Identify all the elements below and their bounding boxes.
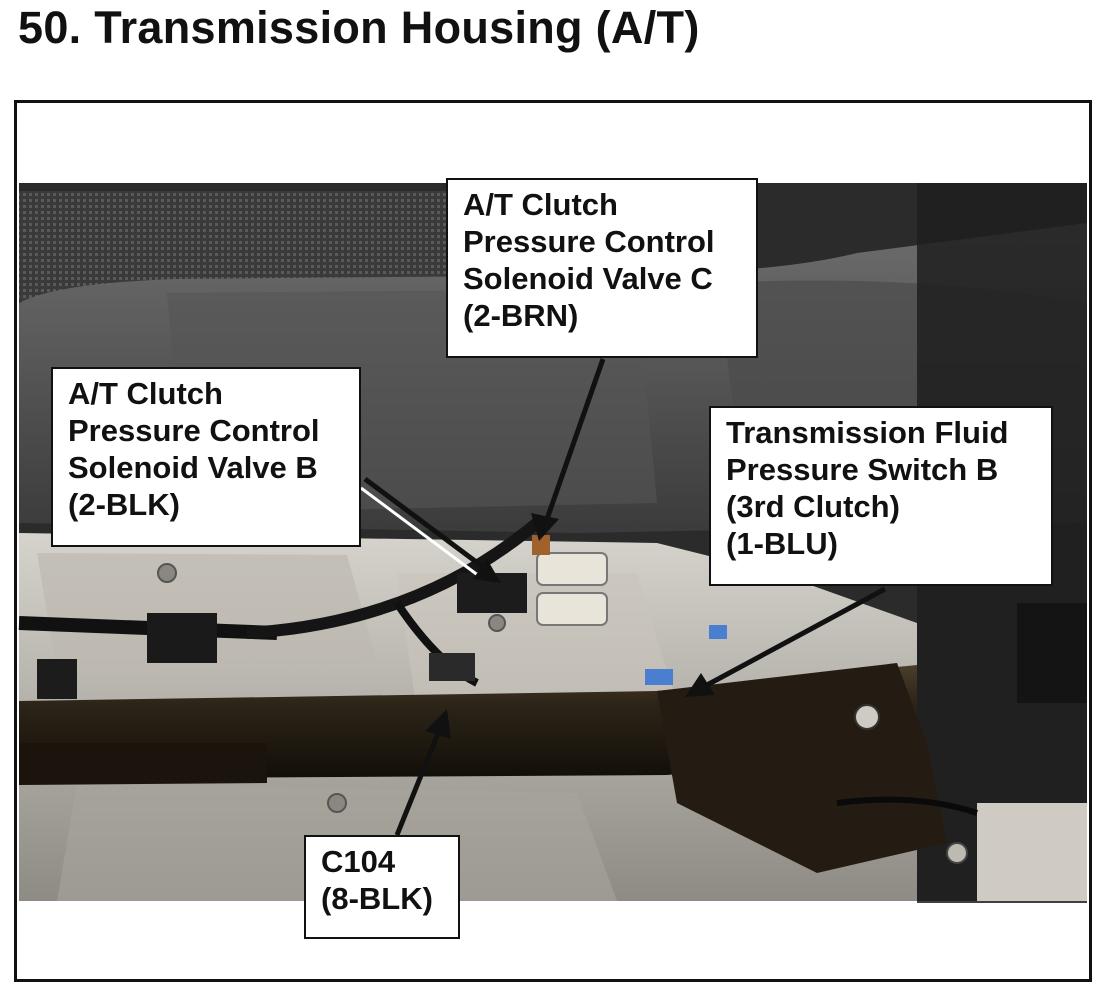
figure-frame: A/T Clutch Pressure Control Solenoid Val… — [14, 100, 1092, 982]
callout-line: (3rd Clutch) — [726, 489, 900, 524]
callout-line: Transmission Fluid — [726, 415, 1009, 450]
callout-line: C104 — [321, 844, 396, 879]
callout-solenoid-valve-b: A/T Clutch Pressure Control Solenoid Val… — [51, 367, 361, 547]
callout-line: A/T Clutch — [68, 376, 223, 411]
callout-line: Solenoid Valve C — [463, 261, 713, 296]
callout-line: (2-BRN) — [463, 298, 579, 333]
callout-line: (1-BLU) — [726, 526, 838, 561]
callout-c104: C104 (8-BLK) — [304, 835, 460, 939]
callout-line: Pressure Switch B — [726, 452, 999, 487]
callout-line: Pressure Control — [68, 413, 320, 448]
callout-line: (8-BLK) — [321, 881, 433, 916]
callout-line: Pressure Control — [463, 224, 715, 259]
callout-fluid-pressure-switch-b: Transmission Fluid Pressure Switch B (3r… — [709, 406, 1053, 586]
callout-line: A/T Clutch — [463, 187, 618, 222]
callout-solenoid-valve-c: A/T Clutch Pressure Control Solenoid Val… — [446, 178, 758, 358]
page-title: 50. Transmission Housing (A/T) — [18, 2, 700, 53]
callout-line: Solenoid Valve B — [68, 450, 318, 485]
callout-line: (2-BLK) — [68, 487, 180, 522]
